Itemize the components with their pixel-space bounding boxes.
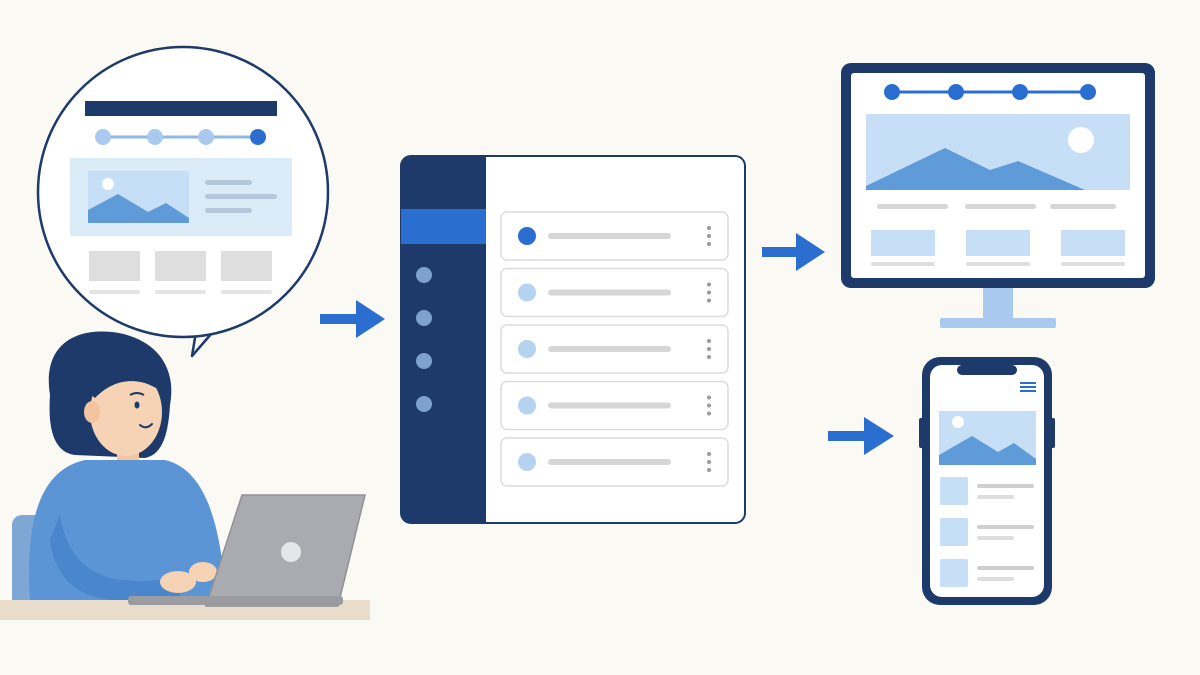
wireframe-step-2: [147, 129, 163, 145]
monitor-step-4: [1080, 84, 1096, 100]
sidebar-item-3[interactable]: [416, 310, 432, 326]
woman-at-laptop: [0, 331, 370, 620]
list-item[interactable]: [500, 211, 729, 261]
monitor-card-1: [871, 230, 935, 256]
list-item-status-dot: [518, 283, 536, 302]
phone-list-item[interactable]: [940, 518, 1034, 546]
mountain-image-icon: [866, 114, 1130, 190]
wireframe-card-caption-2: [155, 290, 206, 294]
eyebrow: [129, 392, 145, 396]
laptop-base: [128, 596, 343, 605]
wireframe-card-1: [89, 251, 140, 281]
wireframe-text-line-1: [205, 180, 252, 185]
hair-fringe: [88, 360, 165, 398]
list-item-text-line: [548, 233, 671, 239]
arrow-right-icon: [762, 233, 825, 271]
list-item-text-line: [548, 459, 671, 465]
monitor-step-3: [1012, 84, 1028, 100]
phone-list-line-1: [977, 484, 1034, 488]
wireframe-text-line-3: [205, 208, 252, 213]
list-item[interactable]: [500, 324, 729, 374]
monitor-card-caption-3: [1061, 262, 1125, 266]
phone-list: [940, 477, 1034, 587]
list-item-status-dot: [518, 396, 536, 415]
vertical-dots-icon[interactable]: [707, 282, 711, 303]
phone-list-item[interactable]: [940, 477, 1034, 505]
wireframe-text-line-2: [205, 194, 277, 199]
list-item-text-line: [548, 346, 671, 352]
wireframe-step-1: [95, 129, 111, 145]
monitor-stand: [983, 287, 1013, 320]
vertical-dots-icon[interactable]: [707, 452, 711, 472]
builder-app-window: [400, 155, 746, 524]
eye: [134, 401, 140, 409]
monitor-card-caption-1: [871, 262, 935, 266]
monitor-step-2: [948, 84, 964, 100]
monitor-step-1: [884, 84, 900, 100]
sidebar-item-2[interactable]: [416, 267, 432, 283]
hamburger-icon[interactable]: [1020, 382, 1036, 392]
phone-list-item[interactable]: [940, 559, 1034, 587]
monitor-text-line-3: [1050, 204, 1116, 209]
monitor-card-2: [966, 230, 1030, 256]
list-item-status-dot: [518, 340, 536, 358]
vertical-dots-icon[interactable]: [707, 339, 711, 359]
monitor-text-line-1: [877, 204, 948, 209]
phone-list-thumb: [940, 559, 968, 587]
wireframe-step-3: [198, 129, 214, 145]
thought-bubble: [36, 45, 330, 358]
phone-list-line-1: [977, 566, 1034, 570]
monitor-card-caption-2: [966, 262, 1030, 266]
sidebar-item-active[interactable]: [401, 209, 486, 244]
builder-sidebar: [401, 156, 486, 523]
wireframe-card-2: [155, 251, 206, 281]
smile: [139, 423, 153, 429]
thought-bubble-seam: [196, 297, 228, 319]
list-item-status-dot: [518, 227, 536, 245]
list-item[interactable]: [500, 267, 729, 318]
vertical-dots-icon[interactable]: [707, 226, 711, 246]
circle-logo-icon: [281, 542, 301, 562]
ear: [84, 401, 100, 423]
desktop-monitor: [841, 63, 1155, 328]
wireframe-card-3: [221, 251, 272, 281]
monitor-card-3: [1061, 230, 1125, 256]
vertical-dots-icon[interactable]: [707, 395, 711, 416]
hand-right: [189, 562, 217, 582]
builder-list: [500, 211, 729, 487]
arrow-right-icon: [320, 300, 385, 338]
sidebar-item-5[interactable]: [416, 396, 432, 412]
arrow-right-icon: [828, 417, 894, 455]
phone-list-thumb: [940, 518, 968, 546]
list-item-status-dot: [518, 453, 536, 471]
phone-list-line-2: [977, 577, 1014, 581]
phone-list-line-2: [977, 536, 1014, 540]
wireframe-step-4: [250, 129, 266, 145]
phone-list-line-2: [977, 495, 1014, 499]
mountain-image-icon: [88, 171, 189, 223]
arm: [50, 515, 180, 601]
wireframe-header-bar: [85, 101, 277, 116]
hand-left: [160, 571, 196, 593]
mountain-image-icon: [939, 411, 1036, 465]
wireframe-card-caption-1: [89, 290, 140, 294]
phone-notch: [957, 365, 1017, 375]
mobile-phone: [919, 357, 1055, 605]
sidebar-item-4[interactable]: [416, 353, 432, 369]
list-item[interactable]: [500, 437, 729, 487]
list-item[interactable]: [500, 380, 729, 431]
wireframe-card-caption-3: [221, 290, 272, 294]
monitor-text-line-2: [965, 204, 1036, 209]
list-item-text-line: [548, 402, 671, 409]
monitor-base: [940, 318, 1056, 328]
phone-list-line-1: [977, 525, 1034, 529]
phone-list-thumb: [940, 477, 968, 505]
face: [90, 368, 162, 456]
list-item-text-line: [548, 289, 671, 296]
